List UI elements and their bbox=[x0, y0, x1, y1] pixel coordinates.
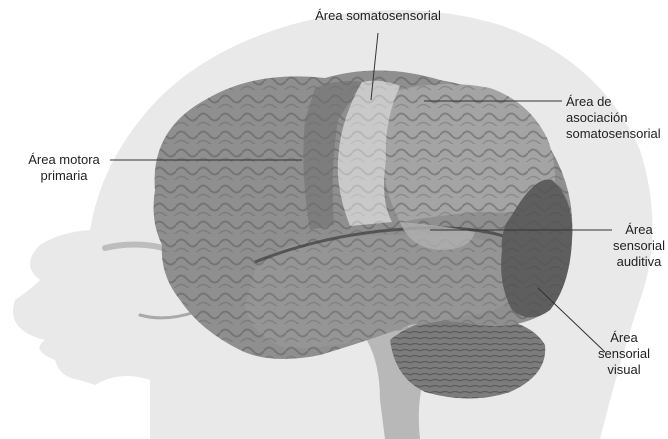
label-area-sensorial-visual: Área sensorial visual bbox=[596, 330, 652, 378]
label-area-motora-primaria: Área motora primaria bbox=[18, 152, 110, 184]
label-line-1: Área bbox=[596, 330, 652, 346]
label-line-3: somatosensorial bbox=[566, 126, 661, 142]
label-area-sensorial-auditiva: Área sensorial auditiva bbox=[612, 222, 666, 270]
label-line-2: sensorial bbox=[596, 346, 652, 362]
label-line-1: Área de bbox=[566, 94, 661, 110]
label-line-2: asociación bbox=[566, 110, 661, 126]
label-line-2: sensorial bbox=[612, 238, 666, 254]
label-line-1: Área motora bbox=[18, 152, 110, 168]
label-area-asociacion-somatosensorial: Área de asociación somatosensorial bbox=[566, 94, 661, 142]
label-line-3: auditiva bbox=[612, 254, 666, 270]
label-line-2: primaria bbox=[18, 168, 110, 184]
label-line-1: Área bbox=[612, 222, 666, 238]
label-line-3: visual bbox=[596, 362, 652, 378]
label-area-somatosensorial: Área somatosensorial bbox=[290, 8, 466, 24]
label-text: Área somatosensorial bbox=[290, 8, 466, 24]
